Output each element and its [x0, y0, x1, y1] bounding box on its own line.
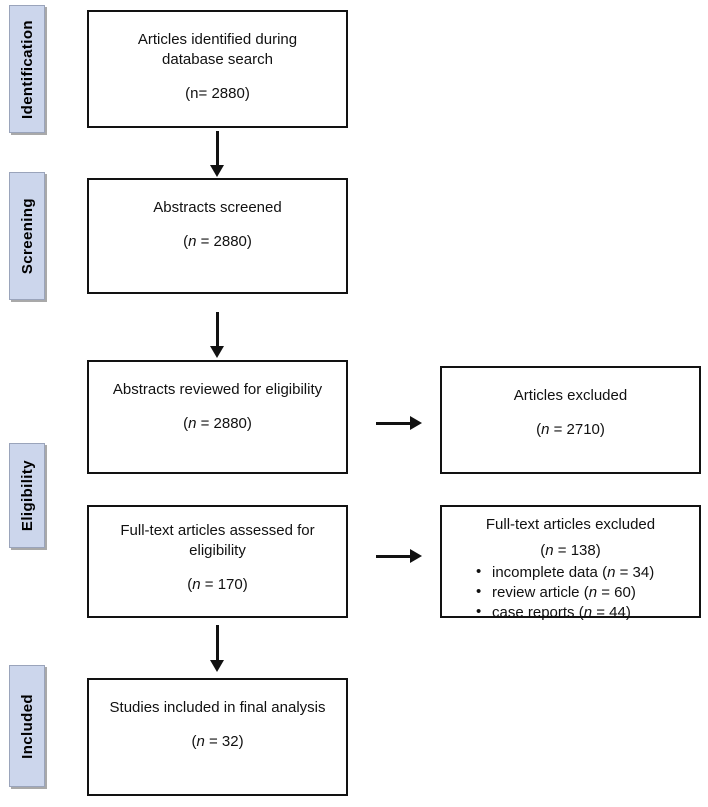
list-item: case reports (n = 44) [476, 602, 693, 623]
stage-label-identification: Identification [9, 5, 45, 133]
stage-label-eligibility: Eligibility [9, 443, 45, 548]
count-suffix: ) [630, 583, 636, 601]
count-italic-n: n [545, 541, 554, 559]
stage-label-screening-text: Screening [18, 197, 36, 275]
arrow-shaft [215, 625, 219, 662]
count-prefix: ( [183, 232, 189, 250]
count-italic-n: n [192, 575, 201, 593]
count-prefix: ( [536, 420, 542, 438]
count-value: = 2710 [549, 420, 600, 438]
box-fulltext-assessed-count: (n = 170) [89, 575, 346, 595]
arrow-head [210, 346, 224, 358]
arrow-fulltext-to-included [205, 625, 229, 672]
stage-label-screening: Screening [9, 172, 45, 300]
box-fulltext-assessed-line2: eligibility [189, 541, 246, 559]
count-italic-n: n [188, 414, 197, 432]
box-abstracts-reviewed-count: (n = 2880) [89, 414, 346, 434]
count-italic-n: n [607, 563, 616, 581]
count-prefix: ( [191, 732, 197, 750]
box-abstracts-screened: Abstracts screened (n = 2880) [87, 178, 348, 294]
count-value: = 32 [204, 732, 239, 750]
count-suffix: ) [246, 414, 252, 432]
arrow-shaft [215, 131, 219, 167]
box-studies-included-line1: Studies included in final analysis [109, 699, 326, 716]
arrow-head [410, 549, 422, 563]
box-articles-excluded-count: (n = 2710) [442, 420, 699, 440]
count-italic-n: n [196, 732, 205, 750]
list-item: review article (n = 60) [476, 582, 693, 603]
count-prefix: ( [187, 575, 193, 593]
box-articles-identified-line1: Articles identified during [137, 31, 298, 48]
arrow-identified-to-screened [205, 131, 229, 177]
reason-label: incomplete data ( [492, 563, 608, 581]
count-suffix: ) [246, 232, 252, 250]
count-italic-n: n [188, 232, 197, 250]
stage-label-included-text: Included [18, 693, 36, 759]
arrow-fulltext-to-fulltext-excluded [376, 544, 422, 568]
arrow-reviewed-to-articles-excluded [376, 411, 422, 435]
box-abstracts-screened-count: (n = 2880) [89, 232, 346, 252]
arrow-shaft [215, 312, 219, 348]
box-abstracts-screened-line1: Abstracts screened [153, 199, 282, 216]
count-prefix: ( [183, 414, 189, 432]
reason-label: review article ( [492, 583, 589, 601]
count-prefix: ( [540, 541, 546, 559]
box-studies-included: Studies included in final analysis (n = … [87, 678, 348, 796]
reason-value: = 34 [615, 563, 650, 581]
arrow-head [210, 660, 224, 672]
box-abstracts-reviewed-line1: Abstracts reviewed for eligibility [112, 381, 323, 398]
box-studies-included-count: (n = 32) [89, 732, 346, 752]
count-suffix: ) [625, 604, 631, 622]
box-fulltext-excluded-count: (n = 138) [442, 541, 699, 561]
box-fulltext-assessed-line1: Full-text articles assessed for [120, 522, 315, 539]
list-item: incomplete data (n = 34) [476, 562, 693, 583]
box-articles-excluded: Articles excluded (n = 2710) [440, 366, 701, 474]
stage-label-identification-text: Identification [18, 19, 36, 119]
box-articles-identified-line2: database search [162, 50, 273, 68]
count-value: = 170 [200, 575, 243, 593]
stage-label-eligibility-text: Eligibility [18, 459, 36, 532]
box-fulltext-excluded-line1: Full-text articles excluded [485, 516, 656, 533]
stage-label-included: Included [9, 665, 45, 787]
arrow-shaft [376, 421, 412, 425]
count-value: = 2880 [196, 414, 247, 432]
count-value: = 138 [553, 541, 596, 559]
arrow-head [210, 165, 224, 177]
count-value: = 2880 [196, 232, 247, 250]
count-italic-n: n [541, 420, 550, 438]
reason-value: = 44 [592, 604, 626, 622]
box-articles-identified-count: (n= 2880) [89, 84, 346, 104]
exclusion-reasons-list: incomplete data (n = 34) review article … [442, 562, 699, 624]
count-suffix: ) [649, 563, 655, 581]
box-fulltext-excluded: Full-text articles excluded (n = 138) in… [440, 505, 701, 623]
count-suffix: ) [599, 420, 605, 438]
box-fulltext-assessed: Full-text articles assessed for eligibil… [87, 505, 348, 618]
count-italic-n: n [588, 583, 598, 601]
box-articles-excluded-line1: Articles excluded [513, 387, 628, 404]
count-suffix: ) [238, 732, 244, 750]
box-articles-identified: Articles identified during database sear… [87, 10, 348, 128]
arrow-screened-to-reviewed [205, 312, 229, 358]
count-value: 2880 [211, 84, 245, 102]
count-suffix: ) [242, 575, 248, 593]
reason-label: case reports ( [492, 604, 584, 622]
count-suffix: ) [595, 541, 601, 559]
arrow-head [410, 416, 422, 430]
count-prefix: (n= [185, 84, 212, 102]
count-suffix: ) [244, 84, 250, 102]
reason-value: = 60 [597, 583, 631, 601]
arrow-shaft [376, 554, 412, 558]
count-italic-n: n [583, 604, 593, 622]
box-abstracts-reviewed: Abstracts reviewed for eligibility (n = … [87, 360, 348, 474]
